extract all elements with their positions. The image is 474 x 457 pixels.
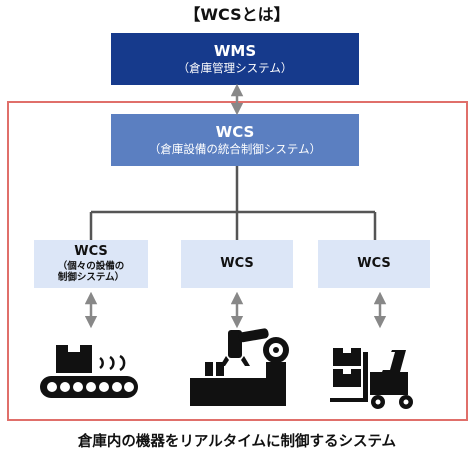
wms-box: WMS （倉庫管理システム） bbox=[111, 33, 359, 85]
wms-sublabel: （倉庫管理システム） bbox=[177, 61, 293, 76]
forklift-icon bbox=[330, 348, 413, 409]
wcs-sub-label-1: WCS bbox=[74, 243, 108, 259]
page-title: 【WCSとは】 bbox=[184, 5, 290, 24]
wcs-sub-label-3: WCS bbox=[357, 255, 391, 271]
wcs-sub-label-2: WCS bbox=[220, 255, 254, 271]
robot-arm-icon bbox=[190, 328, 289, 406]
wcs-sub-box-3: WCS bbox=[318, 240, 430, 288]
wcs-sub-box-2: WCS bbox=[181, 240, 293, 288]
wcs-sub-desc-line1: （個々の設備の bbox=[57, 260, 125, 272]
wms-label: WMS bbox=[213, 41, 257, 60]
wcs-sub-desc-line2: 制御システム） bbox=[57, 272, 125, 284]
wcs-main-label: WCS bbox=[215, 122, 255, 141]
wcs-main-sublabel: （倉庫設備の統合制御システム） bbox=[148, 142, 322, 157]
wcs-sub-box-1: WCS （個々の設備の 制御システム） bbox=[34, 240, 148, 288]
wcs-main-box: WCS （倉庫設備の統合制御システム） bbox=[111, 114, 359, 166]
conveyor-box-icon bbox=[40, 345, 138, 398]
diagram-caption: 倉庫内の機器をリアルタイムに制御するシステム bbox=[77, 434, 397, 450]
tree-connector bbox=[89, 166, 377, 240]
